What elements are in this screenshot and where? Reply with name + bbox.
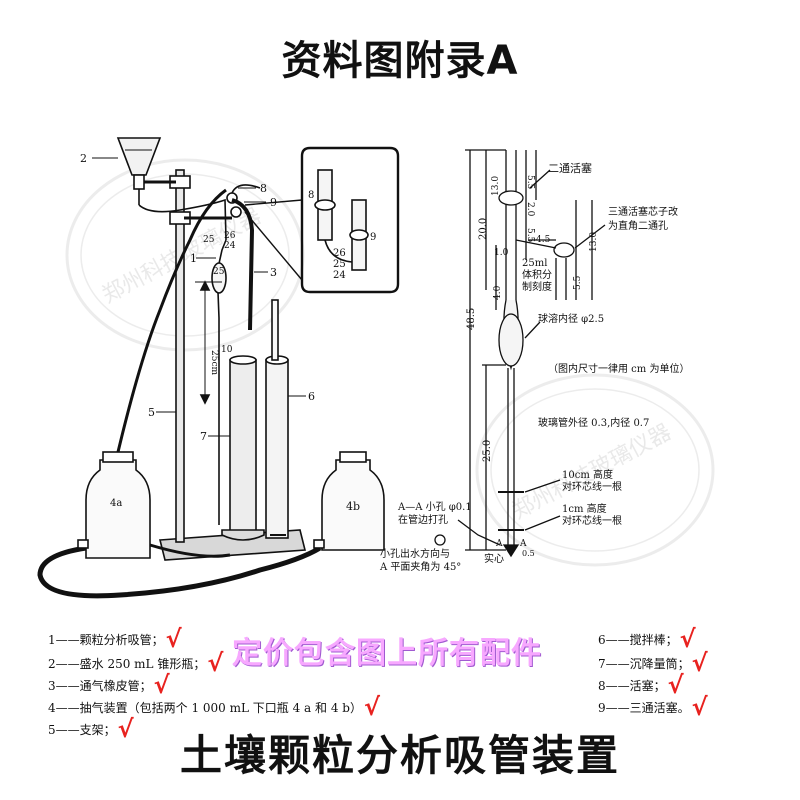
ring-10cm-label-1: 10cm 高度 [562,468,613,481]
mark-26a: 26 [224,231,236,241]
mark-25b: 25 [213,267,225,277]
legend-item-8: 8——活塞；√ [598,671,684,699]
dim-2-0: 2.0 [525,202,535,217]
suction-tube [116,188,227,453]
legend-item-6: 6——搅拌棒；√ [598,625,696,653]
legend-item-7: 7——沉降量筒；√ [598,649,708,677]
conical-flask [116,137,162,176]
dim-4-0: 4.0 [493,285,503,300]
stir-rod-tube [265,359,289,539]
page-title: 资料图附录A [281,38,519,84]
label-8: 8 [260,182,267,195]
section-a-right: A [519,539,527,549]
solid-label: 实心 [484,552,504,565]
check-mark: √ [153,671,170,699]
inset-25: 25 [333,259,346,270]
legend-item-1: 1——颗粒分析吸管；√ [48,625,182,653]
check-mark: √ [363,693,380,721]
hole-label-2: 在管边打孔 [398,513,448,526]
dim-5-5b: 5.5 [525,228,535,243]
label-4a: 4a [110,498,122,509]
label-5: 5 [148,406,155,419]
legend-item-5: 5——支架；√ [48,715,134,743]
watermark-stamp-right [475,373,715,567]
diagram-title: 土壤颗粒分析吸管装置 [179,731,620,780]
label-6: 6 [308,390,315,403]
mark-24a: 24 [224,241,236,251]
dim-5-5c: 5.5 [573,275,583,290]
vent-tube [231,198,255,331]
promo-banner: 定价包含图上所有配件 [232,636,542,671]
inset-26: 26 [333,248,346,259]
hole-label-3: 小孔出水方向与 [380,547,450,560]
check-mark: √ [691,649,708,677]
bottle-4b [321,459,385,551]
legend-item-2: 2——盛水 250 mL 锥形瓶；√ [48,649,224,677]
mark-10: 10 [221,345,233,355]
dim-20-0: 20.0 [478,218,489,240]
detail-inset [300,146,400,294]
label-4b: 4b [346,500,360,513]
label-9: 9 [270,196,277,209]
dim-25cm: 25cm [209,350,219,375]
label-7: 7 [200,430,207,443]
check-mark: √ [207,649,224,677]
stand-rod [175,169,185,543]
dim-13-0b: 13.0 [589,232,599,252]
label-2: 2 [80,152,87,165]
ring-10cm-label-2: 对环芯线一根 [562,480,622,493]
legend-item-3: 3——通气橡皮管；√ [48,671,170,699]
volume-label-3: 制刻度 [522,280,552,293]
inset-9: 9 [370,232,376,243]
dim-13-0: 13.0 [491,176,501,196]
legend-item-4: 4——抽气装置（包括两个 1 000 mL 下口瓶 4 a 和 4 b）√ [48,693,380,721]
dim-48-5: 48.5 [466,308,477,330]
check-mark: √ [679,625,696,653]
ring-1cm-label-1: 1cm 高度 [562,502,607,515]
check-mark: √ [165,625,182,653]
hole-label-4: A 平面夹角为 45° [379,560,461,573]
inset-24: 24 [333,270,346,281]
mark-25a: 25 [203,235,215,245]
hole-label-1: A—A 小孔 φ0.1 [397,501,472,513]
legend-item-9: 9——三通活塞。√ [598,693,708,721]
section-a-left: A [495,539,503,549]
bottle-4a [85,459,151,559]
dim-0-5: 0.5 [522,549,535,558]
volume-label-2: 体积分 [522,269,552,281]
settling-cylinder [229,359,257,536]
three-way-label-1: 三通活塞芯子改 [608,205,678,218]
dim-5-5a: 5.5 [525,175,535,190]
label-3: 3 [270,266,277,279]
volume-label-1: 25ml [522,258,547,269]
ring-1cm-label-2: 对环芯线一根 [562,514,622,527]
check-mark: √ [691,693,708,721]
label-1: 1 [190,252,197,265]
bulb-label: 球溶内径 φ2.5 [538,312,604,325]
dim-25-0: 25.0 [482,440,493,462]
inset-8: 8 [308,190,314,201]
unit-note: （图内尺寸一律用 cm 为单位） [548,362,689,375]
two-way-stopcock-label: 二通活塞 [548,161,592,175]
check-mark: √ [117,715,134,743]
three-way-label-2: 为直角二通孔 [608,219,668,232]
dim-1-0: 1.0 [494,248,509,258]
glass-tube-label: 玻璃管外径 0.3,内径 0.7 [538,416,649,429]
dim-4-5: 4.5 [536,235,551,245]
check-mark: √ [667,671,684,699]
